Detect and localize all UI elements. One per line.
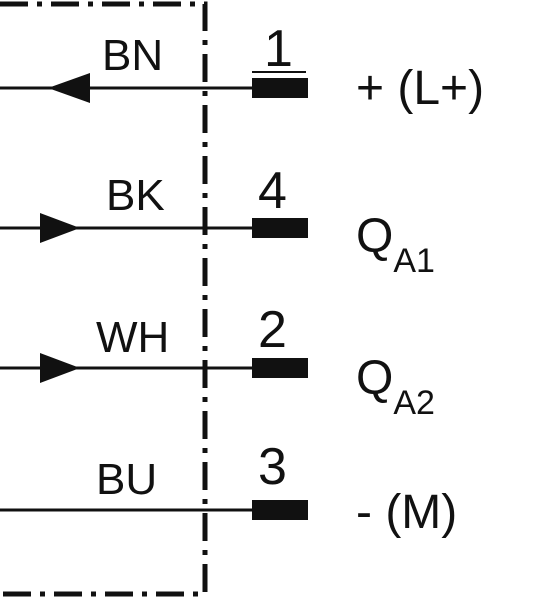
- terminal-pad: [252, 358, 308, 378]
- pin-number: 1: [264, 20, 293, 78]
- connection-row-2: BK 4 QA1: [0, 162, 435, 280]
- housing-boundary: [0, 1, 208, 597]
- pin-number: 4: [258, 162, 287, 220]
- connection-row-4: BU 3 - (M): [0, 438, 457, 539]
- arrow-left-icon: [48, 73, 90, 103]
- connection-row-3: WH 2 QA2: [0, 301, 435, 422]
- terminal-pad: [252, 78, 308, 98]
- signal-label: + (L+): [356, 62, 484, 115]
- signal-subscript: A2: [393, 384, 435, 422]
- signal-label: QA2: [356, 352, 435, 422]
- arrow-right-icon: [40, 213, 80, 243]
- arrow-right-icon: [40, 353, 80, 383]
- wire-color-label: BU: [96, 455, 157, 504]
- signal-label: - (M): [356, 486, 457, 539]
- pin-number: 2: [258, 301, 287, 359]
- terminal-pad: [252, 218, 308, 238]
- wire-color-label: WH: [96, 313, 169, 362]
- signal-label: QA1: [356, 210, 435, 280]
- signal-subscript: A1: [393, 242, 435, 280]
- connection-row-1: BN 1 + (L+): [0, 20, 484, 115]
- wire-color-label: BN: [102, 31, 163, 80]
- wire-color-label: BK: [106, 171, 165, 220]
- pin-number: 3: [258, 438, 287, 496]
- terminal-pad: [252, 500, 308, 520]
